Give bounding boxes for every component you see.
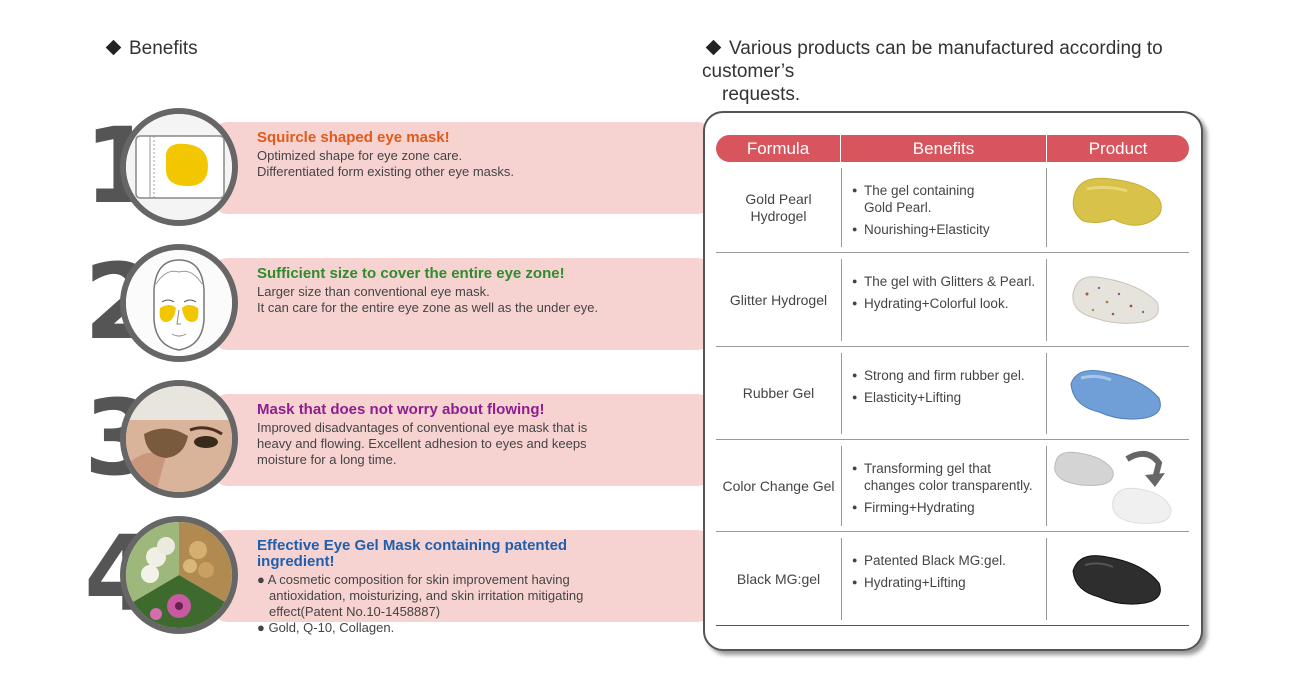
bullet-icon: ●	[852, 276, 858, 286]
benefit-bullet-item: ● Elasticity+Lifting	[852, 389, 1046, 406]
diamond-bullet-icon	[105, 40, 122, 56]
benefit-bullet-item: ● Firming+Hydrating	[852, 499, 1046, 516]
benefits-cell: ● The gel with Glitters & Pearl. ● Hydrati…	[841, 259, 1047, 341]
benefit-bullet-item: ● Nourishing+Elasticity	[852, 221, 1046, 238]
table-row: Glitter Hydrogel ● The gel with Glitters …	[716, 254, 1189, 347]
bullet-icon: ●	[852, 502, 858, 512]
bullet-icon: ●	[852, 577, 858, 587]
benefit-line: Larger size than conventional eye mask.	[257, 284, 490, 299]
benefit-bullet-item: ● The gel containing Gold Pearl.	[852, 182, 1046, 216]
bullet-icon: ●	[852, 185, 858, 195]
benefit-pill	[210, 122, 715, 214]
benefit-text: Firming+Hydrating	[864, 500, 975, 515]
table-bottom-rule	[716, 625, 1189, 626]
benefits-heading: Benefits	[102, 37, 198, 60]
squircle-mask-image	[120, 108, 238, 226]
product-image-gold-pearl	[1047, 163, 1189, 252]
benefit-line: Improved disadvantages of conventional e…	[257, 420, 588, 435]
benefit-text: The gel containing Gold Pearl.	[864, 183, 975, 215]
bullet-icon: ●	[852, 555, 858, 565]
benefit-title: Mask that does not worry about flowing!	[257, 401, 545, 418]
benefit-line: moisture for a long time.	[257, 452, 397, 467]
benefit-pill	[210, 394, 715, 486]
benefit-text: The gel with Glitters & Pearl.	[864, 274, 1036, 289]
bullet-icon: ●	[852, 298, 858, 308]
benefit-text: Mask that does not worry about flowing! …	[257, 402, 637, 468]
products-heading-line2: requests.	[722, 84, 801, 105]
product-image-rubber	[1047, 348, 1189, 439]
bullet-icon: ●	[852, 224, 858, 234]
formula-cell: Rubber Gel	[742, 385, 815, 401]
products-heading-line1: Various products can be manufactured acc…	[702, 38, 1163, 82]
product-table: Formula Benefits Product Gold Pearl Hydr…	[703, 111, 1203, 651]
benefit-text: Transforming gel that changes color tran…	[864, 461, 1033, 493]
table-row: Rubber Gel ● Strong and firm rubber gel. …	[716, 348, 1189, 440]
benefits-cell: ● Transforming gel that changes color tra…	[841, 446, 1047, 526]
formula-cell: Gold Pearl Hydrogel	[745, 190, 812, 224]
benefit-line: Optimized shape for eye zone care.	[257, 148, 463, 163]
product-image-black-mg	[1047, 533, 1189, 625]
benefit-line: Differentiated form existing other eye m…	[257, 164, 514, 179]
benefit-text: Strong and firm rubber gel.	[864, 368, 1025, 383]
benefit-text: Sufficient size to cover the entire eye …	[257, 266, 637, 316]
table-row: Black MG:gel ● Patented Black MG:gel. ● Hy…	[716, 533, 1189, 625]
header-formula: Formula	[716, 135, 841, 162]
formula-cell: Color Change Gel	[722, 477, 835, 494]
benefit-text: Elasticity+Lifting	[864, 390, 962, 405]
benefit-line: effect(Patent No.10-1458887)	[269, 604, 441, 619]
table-header: Formula Benefits Product	[716, 135, 1189, 162]
benefit-text: Patented Black MG:gel.	[864, 553, 1006, 568]
benefit-title: Effective Eye Gel Mask containing patent…	[257, 537, 568, 570]
benefits-heading-text: Benefits	[129, 38, 198, 59]
benefit-line: ● A cosmetic composition for skin improv…	[257, 572, 570, 587]
benefit-title: Squircle shaped eye mask!	[257, 129, 450, 146]
benefit-bullet-item: ● Patented Black MG:gel.	[852, 552, 1046, 569]
benefit-bullet-item: ● Hydrating+Lifting	[852, 574, 1046, 591]
benefit-title: Sufficient size to cover the entire eye …	[257, 265, 565, 282]
table-row: Color Change Gel ● Transforming gel that …	[716, 441, 1189, 532]
benefit-item-3: 3 Mask that does not worry about flowing…	[80, 380, 715, 498]
benefit-pill	[210, 258, 715, 350]
benefit-bullet-item: ● Strong and firm rubber gel.	[852, 367, 1046, 384]
benefit-line: ● Gold, Q-10, Collagen.	[257, 620, 395, 635]
benefit-item-1: 1 Squircle shaped eye mask! Optimized sh…	[80, 108, 715, 226]
benefits-cell: ● The gel containing Gold Pearl. ● Nourish…	[841, 168, 1047, 247]
benefit-item-2: 2 Sufficient size to cover the entire ey…	[80, 244, 715, 362]
formula-cell: Glitter Hydrogel	[729, 291, 828, 308]
benefit-text: Nourishing+Elasticity	[864, 222, 990, 237]
benefit-line: antioxidation, moisturizing, and skin ir…	[269, 588, 584, 603]
product-image-color-change	[1047, 441, 1189, 531]
face-with-mask-image	[120, 244, 238, 362]
benefit-line: It can care for the entire eye zone as w…	[257, 300, 599, 315]
benefit-bullet-item: ● Hydrating+Colorful look.	[852, 295, 1046, 312]
products-heading: Various products can be manufactured acc…	[702, 37, 1242, 106]
benefit-text: Hydrating+Lifting	[864, 575, 966, 590]
benefit-bullet-item: ● The gel with Glitters & Pearl.	[852, 273, 1046, 290]
bullet-icon: ●	[852, 463, 858, 473]
benefit-text: Squircle shaped eye mask! Optimized shap…	[257, 130, 637, 180]
diamond-bullet-icon	[705, 40, 722, 56]
table-row: Gold Pearl Hydrogel ● The gel containing …	[716, 163, 1189, 253]
header-product: Product	[1088, 138, 1148, 158]
benefit-text: Hydrating+Colorful look.	[864, 296, 1009, 311]
benefits-cell: ● Strong and firm rubber gel. ● Elasticity…	[841, 353, 1047, 434]
benefit-text: Effective Eye Gel Mask containing patent…	[257, 538, 637, 636]
benefit-bullet-item: ● Transforming gel that changes color tra…	[852, 460, 1046, 494]
product-image-glitter	[1047, 254, 1189, 346]
formula-cell: Black MG:gel	[736, 570, 821, 587]
benefit-pill	[210, 530, 715, 622]
header-benefits: Benefits	[841, 135, 1047, 162]
eye-mask-applied-image	[120, 380, 238, 498]
ingredients-image	[120, 516, 238, 634]
bullet-icon: ●	[852, 370, 858, 380]
benefit-item-4: 4 Effective Eye Gel Mask containing pate…	[80, 516, 715, 635]
benefit-line: heavy and flowing. Excellent adhesion to…	[257, 436, 587, 451]
bullet-icon: ●	[852, 392, 858, 402]
benefits-cell: ● Patented Black MG:gel. ● Hydrating+Lifti…	[841, 538, 1047, 620]
